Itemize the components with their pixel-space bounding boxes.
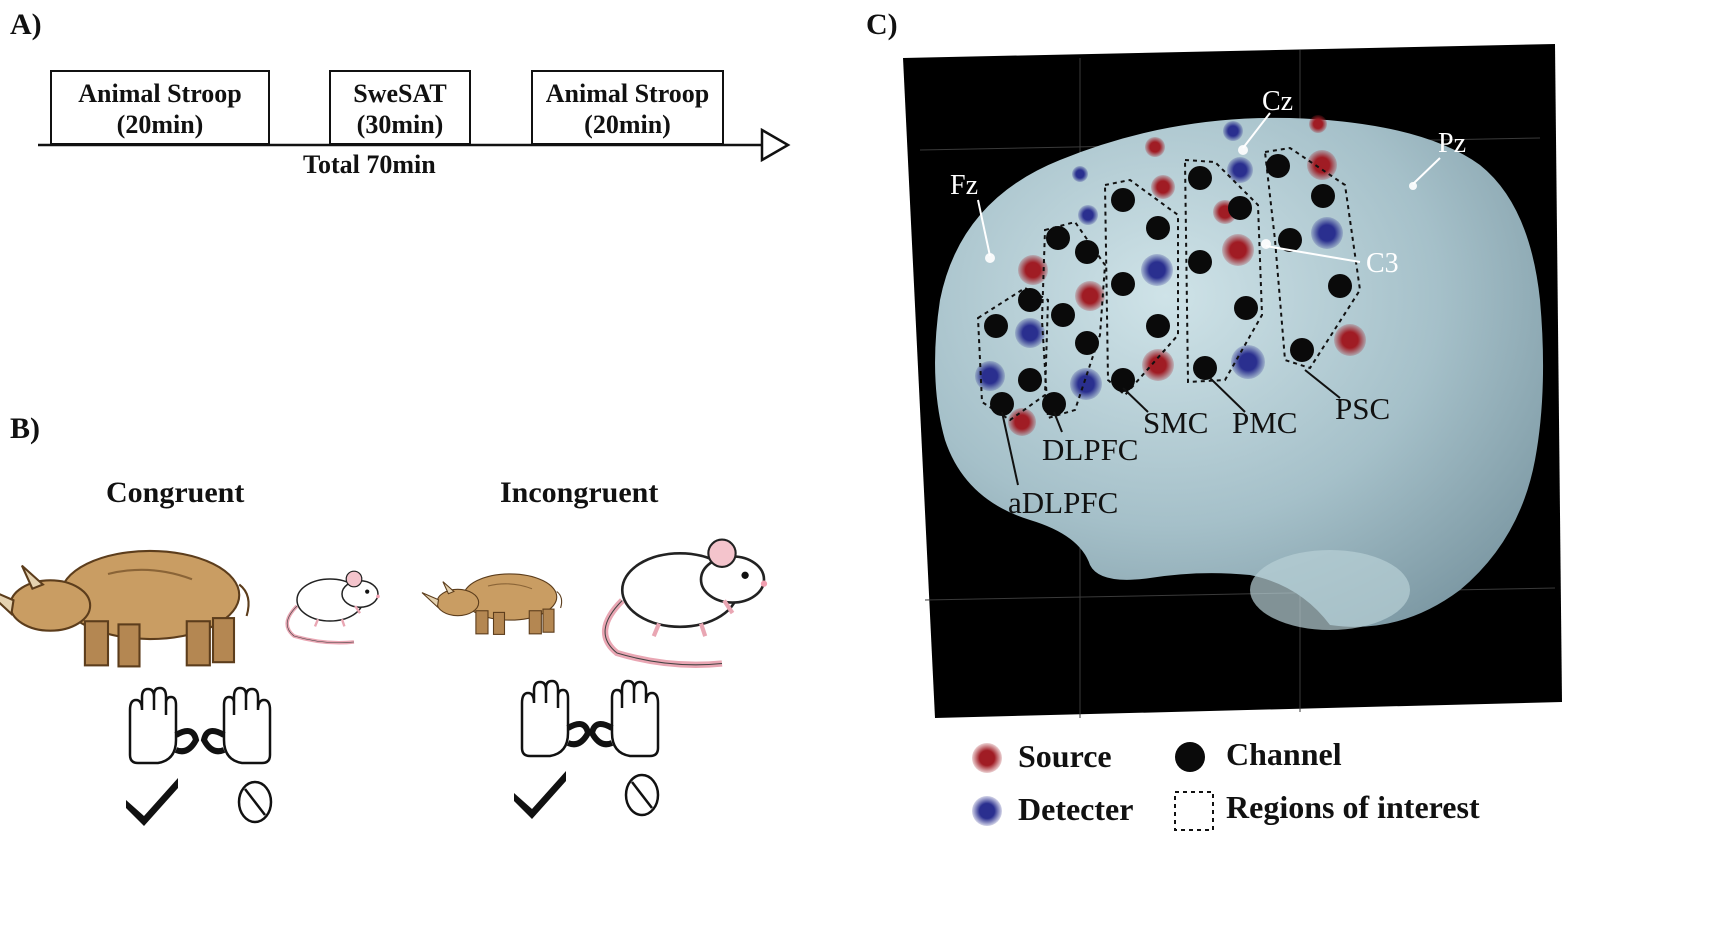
channel-layer (984, 154, 1352, 416)
timeline-box-animal-stroop-1: Animal Stroop (20min) (50, 70, 270, 145)
box-title: Animal Stroop (545, 79, 710, 108)
electrode-label-cz: Cz (1262, 86, 1294, 117)
roi-dlpfc-outline (1040, 220, 1107, 420)
region-leader-lines (1001, 369, 1341, 486)
panel-a-label: A) (10, 8, 42, 41)
electrode-marks (977, 112, 1441, 263)
roi-outlines (976, 146, 1362, 422)
box-duration: (20min) (584, 110, 671, 139)
panel-c-label: C) (866, 8, 898, 41)
timeline-total-label: Total 70min (303, 150, 436, 179)
legend-detector-marker (972, 796, 1002, 826)
legend-detecter-label: Detecter (1018, 791, 1134, 827)
region-label-adlpfc: aDLPFC (1008, 485, 1119, 520)
electrode-label-fz: Fz (950, 170, 978, 201)
box-title: Animal Stroop (78, 79, 242, 108)
legend-source-marker (972, 743, 1002, 773)
roi-pmc-outline (1183, 158, 1264, 384)
legend-roi-marker (1174, 791, 1214, 831)
region-label-pmc: PMC (1232, 405, 1298, 440)
congruent-label: Congruent (106, 476, 245, 509)
box-title: SweSAT (353, 79, 447, 108)
roi-adlpfc-outline (976, 286, 1050, 422)
roi-smc-outline (1103, 178, 1179, 397)
electrode-label-c3: C3 (1366, 248, 1399, 279)
legend-source-label: Source (1018, 738, 1112, 774)
electrode-label-pz: Pz (1438, 128, 1466, 159)
incongruent-label: Incongruent (500, 476, 659, 509)
timeline-box-swesat: SweSAT (30min) (329, 70, 471, 145)
region-label-psc: PSC (1335, 391, 1391, 426)
roi-psc-outline (1263, 146, 1362, 370)
box-duration: (30min) (356, 110, 444, 139)
panel-b-label: B) (10, 412, 40, 445)
legend-channel-marker (1175, 742, 1205, 772)
timeline-box-animal-stroop-2: Animal Stroop (20min) (531, 70, 724, 145)
legend-roi-label: Regions of interest (1226, 789, 1480, 825)
legend-channel-label: Channel (1226, 736, 1342, 772)
region-label-smc: SMC (1143, 405, 1209, 440)
box-duration: (20min) (116, 110, 204, 139)
optode-layer (975, 115, 1366, 436)
region-label-dlpfc: DLPFC (1042, 432, 1139, 467)
